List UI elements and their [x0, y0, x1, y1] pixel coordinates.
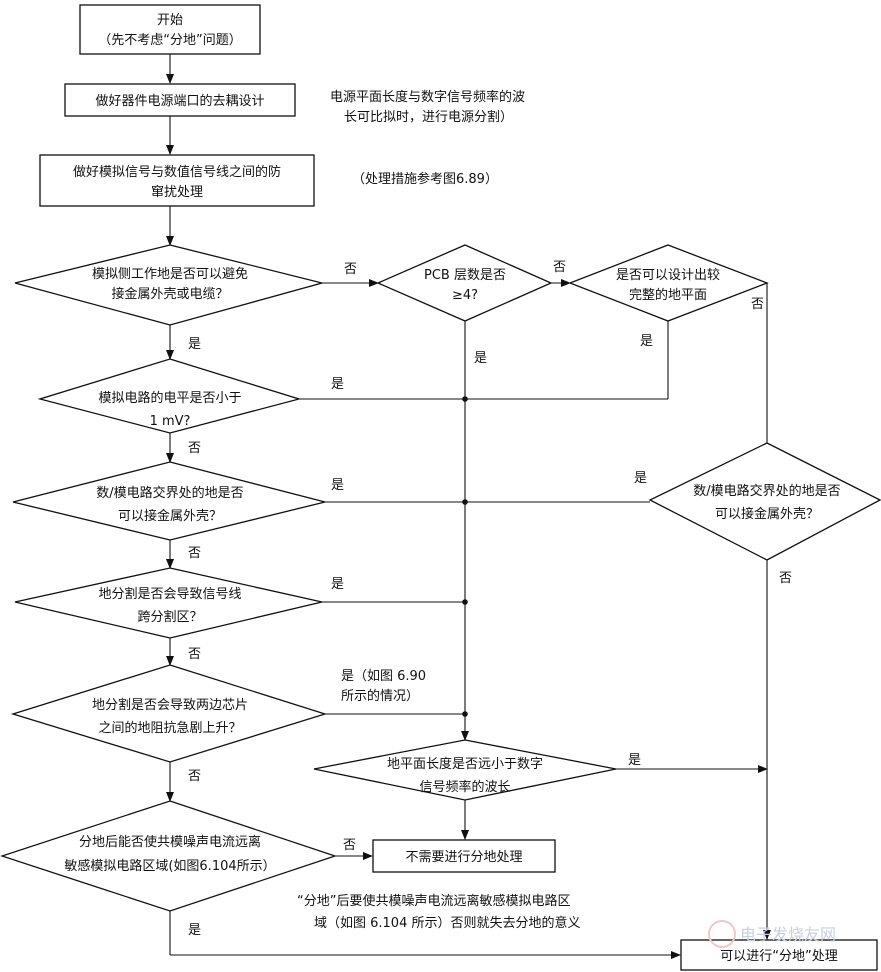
- label-no-enclosure: 否: [344, 262, 357, 277]
- label-no-ground-plane: 否: [751, 297, 764, 312]
- watermark-text: 电子发烧友网: [740, 925, 836, 944]
- label-yes-plane-length: 是: [628, 753, 641, 768]
- label-no-pcb: 否: [553, 260, 566, 275]
- start-box: 开始 （先不考虑“分地”问题）: [79, 4, 261, 55]
- decision-pcb-layers: PCB 层数是否 ≥4?: [376, 244, 553, 322]
- decoupling-box: 做好器件电源端口的去耦设计: [64, 83, 296, 117]
- decision-split-impedance-line-1: 地分割是否会导致两边芯片: [92, 697, 248, 713]
- watermark-logo-icon: [708, 920, 736, 948]
- decision-ground-plane-line-1: 是否可以设计出较: [616, 268, 720, 283]
- decoupling-text: 做好器件电源端口的去耦设计: [95, 93, 264, 109]
- label-yes-ground-plane: 是: [640, 334, 653, 349]
- decision-split-cross-line-2: 跨分割区？: [137, 609, 202, 625]
- connector-lines: [166, 54, 771, 959]
- decision-boundary-right-line-1: 数/模电路交界处的地是否: [693, 483, 840, 499]
- label-yes-boundary-left: 是: [331, 478, 344, 493]
- decision-plane-length: 地平面长度是否远小于数字 信号频率的波长: [313, 739, 617, 801]
- label-yes-pcb: 是: [474, 351, 487, 366]
- note-measures: （处理措施参考图6.89）: [352, 171, 498, 187]
- decision-pcb-line-1: PCB 层数是否: [424, 268, 506, 283]
- decision-boundary-right-line-2: 可以接金属外壳？: [715, 506, 819, 522]
- decision-common-mode: 分地后能否使共模噪声电流远离 敏感模拟电路区域(如图6.104所示）: [0, 800, 338, 912]
- start-line-2: （先不考虑“分地”问题）: [98, 33, 241, 48]
- label-no-level: 否: [188, 441, 201, 456]
- watermark: 电子发烧友网: [708, 920, 836, 948]
- no-split-text: 不需要进行分地处理: [405, 850, 522, 865]
- label-no-boundary-left: 否: [188, 546, 201, 561]
- label-no-boundary-right: 否: [779, 571, 792, 586]
- no-split-box: 不需要进行分地处理: [372, 839, 556, 873]
- label-no-split-cross: 否: [188, 647, 201, 662]
- anti-interference-line-2: 窜扰处理: [151, 185, 203, 200]
- decision-level: 模拟电路的电平是否小于 1 mV?: [37, 358, 302, 434]
- decision-split-cross-line-1: 地分割是否会导致信号线: [98, 586, 241, 602]
- anti-interference-line-1: 做好模拟信号与数值信号线之间的防: [73, 164, 281, 180]
- label-yes-boundary-right: 是: [634, 471, 647, 486]
- label-no-common-mode: 否: [343, 838, 356, 853]
- label-yes-fig-line-1: 是（如图 6.90: [341, 668, 426, 684]
- decision-boundary-left-line-1: 数/模电路交界处的地是否: [96, 485, 243, 501]
- decision-plane-length-line-1: 地平面长度是否远小于数字: [387, 756, 543, 772]
- decision-ground-plane: 是否可以设计出较 完整的地平面: [568, 244, 769, 322]
- label-no-split-impedance: 否: [188, 769, 201, 784]
- label-yes-common-mode: 是: [188, 923, 201, 938]
- decision-split-impedance: 地分割是否会导致两边芯片 之间的地阻抗急剧上升？: [10, 664, 328, 763]
- start-line-1: 开始: [157, 13, 183, 28]
- decision-boundary-left: 数/模电路交界处的地是否 可以接金属外壳？: [12, 461, 326, 541]
- do-split-box: 可以进行“分地”处理: [680, 939, 878, 971]
- decision-common-mode-line-1: 分地后能否使共模噪声电流远离: [79, 834, 261, 850]
- anti-interference-box: 做好模拟信号与数值信号线之间的防 窜扰处理: [39, 154, 315, 207]
- do-split-text: 可以进行“分地”处理: [720, 949, 837, 964]
- label-yes-enclosure: 是: [188, 337, 201, 352]
- decision-split-cross: 地分割是否会导致信号线 跨分割区？: [14, 567, 323, 639]
- decision-boundary-right: 数/模电路交界处的地是否 可以接金属外壳？: [648, 442, 881, 561]
- decision-enclosure-line-2: 接金属外壳或电缆？: [111, 286, 228, 302]
- branch-labels: 否 否 否 是 是 是 是 否 是 是 否 否 是 否 是（如图 6.90 所示…: [188, 260, 792, 938]
- decision-common-mode-line-2: 敏感模拟电路区域(如图6.104所示）: [64, 858, 275, 874]
- decision-plane-length-line-2: 信号频率的波长: [419, 779, 510, 795]
- label-yes-fig-line-2: 所示的情况）: [341, 688, 419, 704]
- note-power-line-1: 电源平面长度与数字信号频率的波: [330, 89, 525, 105]
- decision-enclosure-line-1: 模拟侧工作地是否可以避免: [92, 267, 248, 282]
- label-yes-split-cross: 是: [331, 577, 344, 592]
- decision-enclosure: 模拟侧工作地是否可以避免 接金属外壳或电缆？: [14, 244, 325, 326]
- note-meaning-line-1: “分地”后要使共模噪声电流远离敏感模拟电路区: [297, 893, 570, 909]
- note-meaning-line-2: 域（如图 6.104 所示）否则就失去分地的意义: [314, 915, 580, 931]
- decision-boundary-left-line-2: 可以接金属外壳？: [118, 508, 222, 524]
- decision-ground-plane-line-2: 完整的地平面: [629, 287, 707, 303]
- label-yes-level: 是: [331, 377, 344, 392]
- decision-level-line-1: 模拟电路的电平是否小于: [98, 390, 241, 406]
- decision-split-impedance-line-2: 之间的地阻抗急剧上升？: [98, 720, 241, 736]
- decision-level-line-2: 1 mV?: [150, 414, 191, 429]
- decision-pcb-line-2: ≥4?: [452, 288, 478, 303]
- note-power-line-2: 长可比拟时，进行电源分割）: [344, 109, 513, 125]
